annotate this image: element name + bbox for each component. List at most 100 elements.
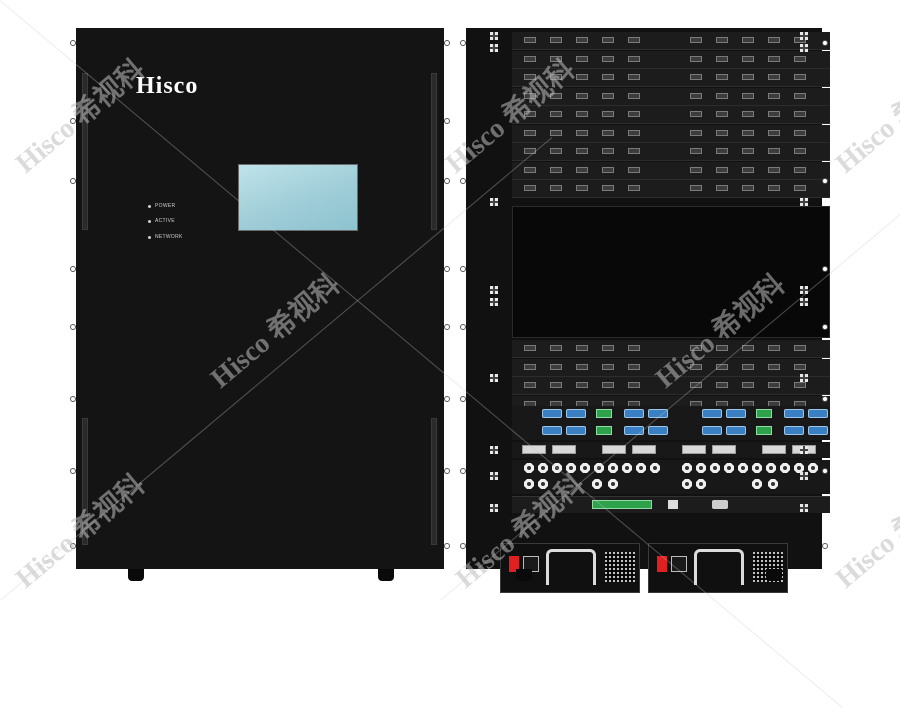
vga-port-icon bbox=[566, 409, 586, 418]
vga-port-icon bbox=[726, 426, 746, 435]
hdmi-port-icon bbox=[742, 129, 754, 136]
hdmi-port-icon bbox=[628, 55, 640, 62]
thumbscrew-icon bbox=[800, 374, 808, 382]
hdmi-port-icon bbox=[742, 363, 754, 370]
hdmi-port-icon bbox=[716, 345, 728, 351]
hdmi-port-icon bbox=[690, 185, 702, 191]
hdmi-port-icon bbox=[628, 37, 640, 43]
io-card-row bbox=[512, 106, 830, 124]
hdmi-port-icon bbox=[690, 55, 702, 62]
hdmi-port-icon bbox=[550, 363, 562, 370]
left-vent-slot bbox=[82, 73, 88, 230]
power-supply-left bbox=[500, 543, 640, 593]
bnc-connector-icon bbox=[580, 463, 590, 473]
front-left-foot bbox=[128, 569, 144, 581]
io-card-row bbox=[512, 340, 830, 358]
bnc-connector-icon bbox=[752, 479, 762, 489]
hdmi-port-icon bbox=[524, 111, 536, 117]
rear-right-foot bbox=[766, 569, 782, 581]
hdmi-port-icon bbox=[690, 74, 702, 80]
hdmi-port-icon bbox=[628, 148, 640, 154]
hdmi-port-icon bbox=[716, 111, 728, 117]
thumbscrew-icon bbox=[800, 472, 808, 480]
hdmi-port-icon bbox=[602, 74, 614, 80]
bnc-connector-icon bbox=[566, 463, 576, 473]
hdmi-port-icon bbox=[576, 363, 588, 370]
thumbscrew-icon bbox=[800, 44, 808, 52]
watermark-text: Hisco 希视科 bbox=[830, 54, 900, 180]
rear-left-foot bbox=[516, 569, 532, 581]
hdmi-port-icon bbox=[576, 92, 588, 99]
rear-chassis bbox=[466, 28, 830, 593]
hdmi-port-icon bbox=[768, 345, 780, 351]
hdmi-port-icon bbox=[524, 363, 536, 370]
psu-handle-icon[interactable] bbox=[694, 549, 744, 585]
terminal-block-icon bbox=[756, 426, 772, 435]
thumbscrew-icon bbox=[800, 298, 808, 306]
hdmi-port-icon bbox=[794, 74, 806, 80]
hdmi-port-icon bbox=[690, 92, 702, 99]
bnc-connector-icon bbox=[592, 479, 602, 489]
hdmi-port-icon bbox=[576, 185, 588, 191]
dvi-port-icon bbox=[762, 445, 786, 454]
control-card-row bbox=[512, 496, 830, 513]
hdmi-port-icon bbox=[550, 55, 562, 62]
network-indicator-label: NETWORK bbox=[155, 234, 183, 240]
hdmi-port-icon bbox=[794, 111, 806, 117]
hdmi-port-icon bbox=[524, 74, 536, 80]
hdmi-port-icon bbox=[576, 74, 588, 80]
bnc-connector-icon bbox=[738, 463, 748, 473]
hdmi-port-icon bbox=[524, 92, 536, 99]
vga-port-icon bbox=[784, 409, 804, 418]
front-right-rack-ear bbox=[442, 28, 452, 569]
hdmi-port-icon bbox=[768, 129, 780, 136]
io-card-row bbox=[512, 143, 830, 161]
hdmi-port-icon bbox=[742, 37, 754, 43]
vga-port-icon bbox=[542, 426, 562, 435]
power-switch-icon[interactable] bbox=[509, 556, 519, 572]
thumbscrew-icon bbox=[800, 198, 808, 206]
dvi-card-row bbox=[512, 442, 830, 458]
hdmi-port-icon bbox=[768, 363, 780, 370]
thumbscrew-icon bbox=[490, 446, 498, 454]
lcd-screen bbox=[238, 164, 358, 231]
thumbscrew-icon bbox=[490, 286, 498, 294]
hdmi-port-icon bbox=[602, 37, 614, 43]
psu-handle-icon[interactable] bbox=[546, 549, 596, 585]
hdmi-port-icon bbox=[550, 185, 562, 191]
hdmi-port-icon bbox=[602, 129, 614, 136]
hdmi-port-icon bbox=[576, 382, 588, 388]
vga-port-icon bbox=[542, 409, 562, 418]
bnc-connector-icon bbox=[682, 463, 692, 473]
hdmi-port-icon bbox=[794, 92, 806, 99]
terminal-block-icon bbox=[756, 409, 772, 418]
hdmi-port-icon bbox=[576, 129, 588, 136]
io-card-row bbox=[512, 87, 830, 106]
hdmi-port-icon bbox=[602, 166, 614, 173]
active-indicator: ACTIVE bbox=[148, 218, 175, 224]
hdmi-port-icon bbox=[716, 148, 728, 154]
bnc-connector-icon bbox=[622, 463, 632, 473]
hdmi-port-icon bbox=[576, 148, 588, 154]
hdmi-port-icon bbox=[550, 166, 562, 173]
hdmi-port-icon bbox=[602, 345, 614, 351]
thumbscrew-icon bbox=[490, 472, 498, 480]
hdmi-port-icon bbox=[794, 363, 806, 370]
hdmi-port-icon bbox=[576, 111, 588, 117]
hdmi-port-icon bbox=[690, 166, 702, 173]
hdmi-port-icon bbox=[716, 92, 728, 99]
hdmi-port-icon bbox=[550, 37, 562, 43]
hdmi-port-icon bbox=[524, 148, 536, 154]
power-switch-icon[interactable] bbox=[657, 556, 667, 572]
io-card-row bbox=[512, 161, 830, 180]
vga-port-icon bbox=[702, 426, 722, 435]
thumbscrew-icon bbox=[800, 32, 808, 40]
hdmi-port-icon bbox=[742, 166, 754, 173]
io-card-row bbox=[512, 32, 830, 50]
bnc-connector-icon bbox=[552, 463, 562, 473]
hdmi-port-icon bbox=[742, 148, 754, 154]
hdmi-port-icon bbox=[690, 345, 702, 351]
bnc-connector-icon bbox=[538, 479, 548, 489]
hdmi-port-icon bbox=[524, 37, 536, 43]
network-led-icon bbox=[148, 235, 151, 239]
